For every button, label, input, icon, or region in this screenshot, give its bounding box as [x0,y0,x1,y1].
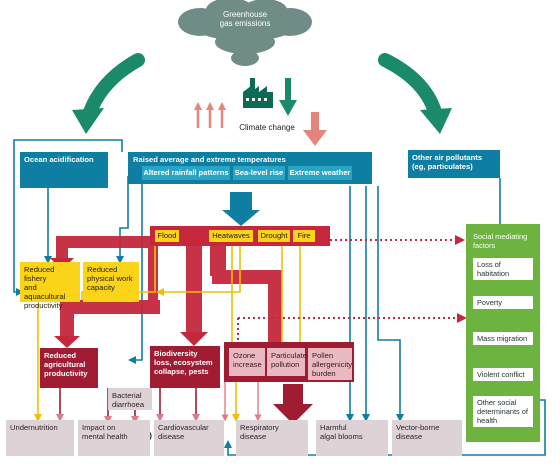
health-mental: Impact on mental health [78,420,150,456]
rising-heat-arrows [196,108,224,128]
blue-down-arrow-to-events [222,210,260,226]
green-down-arrow [279,78,297,116]
event-drought: Drought [258,230,290,242]
green-arrowhead-right [420,108,452,134]
health-undernutrition: Undernutrition [6,420,74,456]
green-arrowhead-left [72,108,104,134]
biodiversity-box: Biodiversity loss, ecosystem collapse, p… [150,346,220,388]
ocean-acidification-box: Ocean acidification [20,152,108,188]
event-fire: Fire [293,230,315,242]
red-down-arrow [303,112,327,146]
ozone-box: Ozone increase [229,348,265,376]
emissions-cloud [178,0,312,66]
event-flood: Flood [155,230,179,242]
health-vector-borne: Vector-borne disease [392,420,462,456]
rainfall-box: Altered rainfall patterns [142,166,230,180]
emissions-label: Greenhouse gas emissions [219,10,271,28]
red-arrow-to-bio [180,332,208,346]
event-heatwaves: Heatwaves [209,230,253,242]
social-item-migration: Mass migration [473,332,533,345]
extreme-weather-box: Extreme weather [288,166,352,180]
red-arrow-to-agri [54,336,80,348]
green-curved-arrow-left [83,53,145,119]
social-item-habitation: Loss of habitation [473,258,533,280]
health-algal: Harmful algal blooms [316,420,388,456]
social-item-other: Other social determinants of health [473,396,533,427]
work-capacity-box: Reduced physical work capacity [83,262,139,302]
social-item-conflict: Violent conflict [473,368,533,381]
pollen-box: Pollen allergenicity burden [308,348,352,380]
dark-red-arrow-to-resp [273,384,313,424]
social-title: Social mediating factors [473,232,528,250]
bacterial-diarrhoea-box: Bacterial diarrhoea [108,388,152,410]
social-item-poverty: Poverty [473,296,533,309]
climate-change-label: Climate change [239,123,295,132]
green-curved-arrow-right [378,53,442,119]
temperatures-label: Raised average and extreme temperatures [133,155,286,164]
particulate-box: Particulate pollution [267,348,307,376]
factory-icon [243,78,273,108]
fishery-box: Reduced fishery and aquacultural product… [20,262,80,310]
sealevel-box: Sea-level rise [233,166,285,180]
air-pollutants-box: Other air pollutants (eg, particulates) [408,150,500,178]
health-cardiovascular: Cardiovascular disease [154,420,224,456]
health-respiratory: Respiratory disease [236,420,308,456]
agri-box: Reduced agricultural productivity [40,348,98,388]
